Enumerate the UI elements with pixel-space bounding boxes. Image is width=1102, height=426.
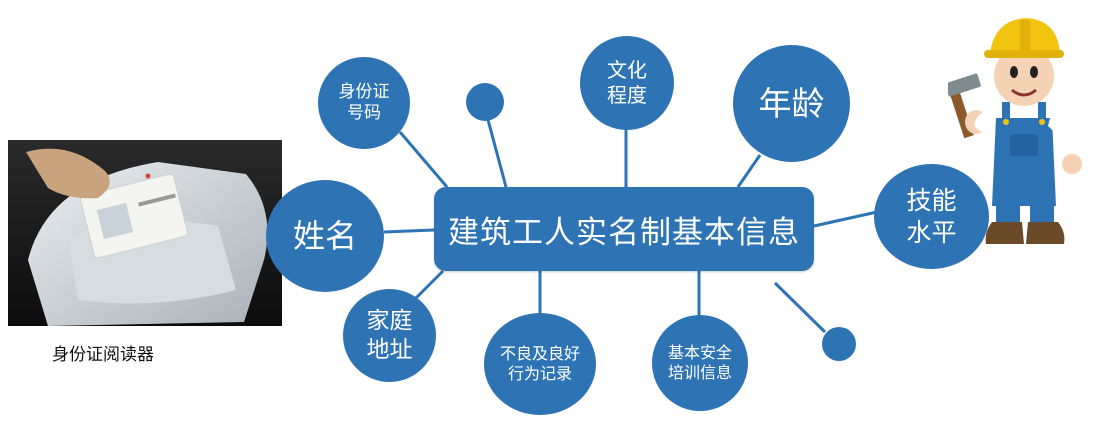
node-skill-level: 技能 水平 <box>874 164 989 269</box>
small-dot-bottom <box>822 327 856 361</box>
node-age: 年龄 <box>733 45 850 162</box>
link-id-number <box>398 131 449 188</box>
link-skill-level <box>813 210 878 228</box>
node-education: 文化 程度 <box>580 36 674 130</box>
link-small-dot-top <box>485 115 508 188</box>
node-safety-training: 基本安全 培训信息 <box>652 315 748 411</box>
link-address <box>411 269 445 303</box>
node-name: 姓名 <box>266 180 384 292</box>
small-dot-top <box>466 83 504 121</box>
construction-worker-illustration <box>945 6 1098 252</box>
center-topic: 建筑工人实名制基本信息 <box>434 187 814 271</box>
id-card-reader-photo <box>8 140 282 326</box>
link-age <box>736 154 762 188</box>
link-name <box>383 228 435 234</box>
link-small-dot-bottom <box>773 281 827 334</box>
node-id-number: 身份证 号码 <box>318 57 410 149</box>
node-conduct-record: 不良及良好 行为记录 <box>484 313 596 415</box>
node-address: 家庭 地址 <box>343 289 436 382</box>
reader-caption: 身份证阅读器 <box>52 345 154 365</box>
